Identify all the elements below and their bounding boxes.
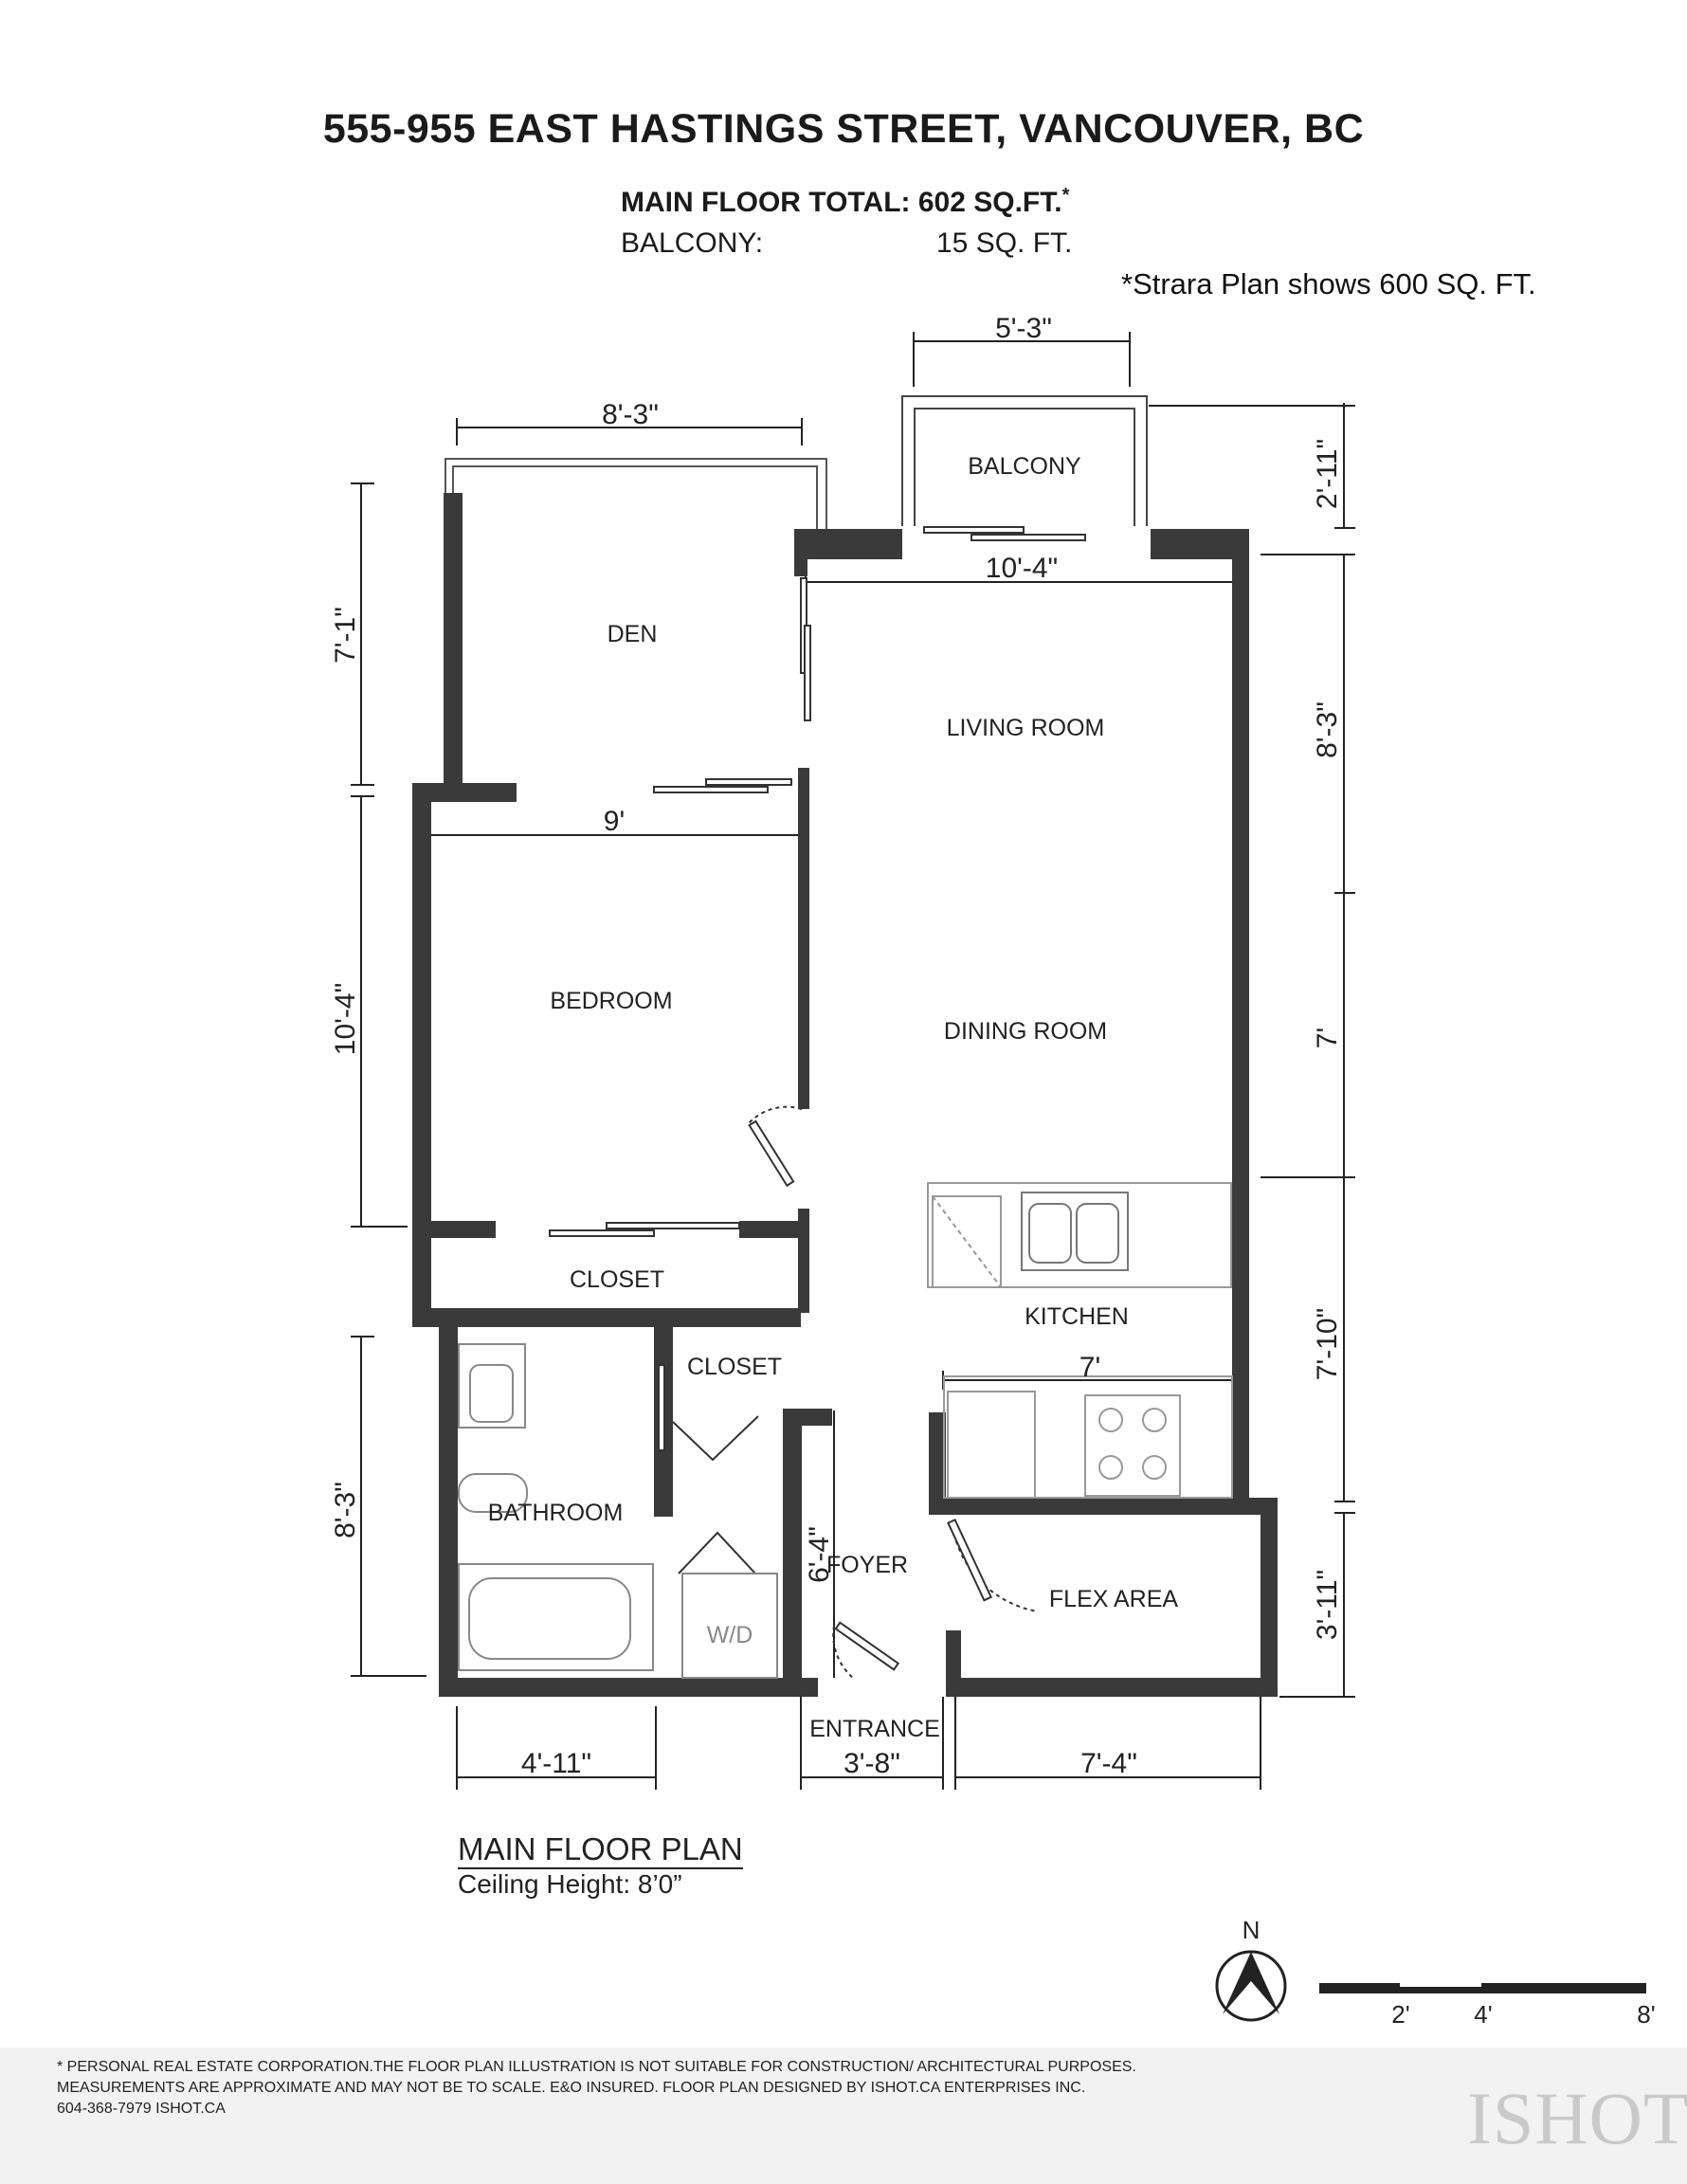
property-address: 555-955 EAST HASTINGS STREET, VANCOUVER,… — [322, 106, 1365, 152]
dim-living-depth: 8'-3" — [1312, 701, 1343, 758]
sliding-doors — [549, 526, 1086, 1451]
label-living-room: LIVING ROOM — [947, 715, 1105, 741]
dim-living-width: 10'-4" — [986, 553, 1058, 584]
dim-entrance-width: 3'-8" — [844, 1748, 900, 1779]
dim-bathroom-width: 4'-11" — [521, 1748, 591, 1779]
ceiling-height: Ceiling Height: 8’0” — [458, 1869, 682, 1899]
strata-plan-note: *Strara Plan shows 600 SQ. FT. — [1121, 267, 1536, 300]
dim-bathroom-depth: 8'-3" — [330, 1482, 361, 1538]
disclaimer-line-3: 604-368-7979 ISHOT.CA — [57, 2101, 226, 2117]
dim-kitchen-depth: 7'-10" — [1312, 1308, 1343, 1380]
scale-label-2: 2' — [1391, 2000, 1409, 2029]
dim-bedroom-width: 9' — [604, 806, 625, 837]
disclaimer-line-1: * PERSONAL REAL ESTATE CORPORATION.THE F… — [57, 2059, 1136, 2075]
scale-label-8: 8' — [1637, 2000, 1655, 2029]
scale-bar: 2' 4' 8' — [1319, 1983, 1656, 2029]
disclaimer-line-2: MEASUREMENTS ARE APPROXIMATE AND MAY NOT… — [57, 2080, 1086, 2096]
label-bedroom: BEDROOM — [550, 988, 672, 1014]
balcony-area-label: BALCONY: — [621, 228, 764, 259]
dim-den-width: 8'-3" — [602, 399, 659, 430]
label-entrance: ENTRANCE — [809, 1716, 940, 1742]
dim-flex-depth: 3'-11" — [1312, 1570, 1343, 1640]
label-kitchen: KITCHEN — [1025, 1303, 1129, 1330]
room-labels: BALCONY DEN LIVING ROOM BEDROOM DINING R… — [488, 453, 1179, 1742]
compass-label: N — [1243, 1916, 1261, 1944]
label-den: DEN — [608, 621, 658, 647]
scale-label-4: 4' — [1474, 2000, 1492, 2029]
label-washer-dryer: W/D — [707, 1622, 753, 1648]
dim-dining-depth: 7' — [1312, 1028, 1343, 1048]
label-foyer: FOYER — [826, 1552, 908, 1578]
dimension-labels: 5'-3" 8'-3" 10'-4" 9' 7' 4'-11" 3'-8" 7'… — [330, 313, 1343, 1779]
label-closet-bedroom: CLOSET — [570, 1266, 664, 1293]
kitchen-fixtures — [927, 1182, 1233, 1499]
swing-doors — [672, 1105, 1039, 1679]
label-flex-area: FLEX AREA — [1049, 1586, 1178, 1612]
den-railing — [444, 458, 827, 540]
label-bathroom: BATHROOM — [488, 1500, 624, 1526]
dim-kitchen-width: 7' — [1079, 1352, 1100, 1383]
dim-balcony-depth: 2'-11" — [1312, 439, 1343, 509]
plan-title: MAIN FLOOR PLAN — [458, 1831, 743, 1869]
balcony-walls — [901, 395, 1148, 526]
dim-den-depth: 7'-1" — [330, 607, 361, 664]
dim-foyer-depth: 6'-4" — [804, 1526, 835, 1583]
balcony-area-value: 15 SQ. FT. — [936, 228, 1073, 259]
asterisk: * — [1061, 185, 1070, 206]
north-arrow-icon: N — [1215, 1916, 1287, 2022]
dim-balcony-width: 5'-3" — [995, 313, 1052, 344]
bathroom-fixtures — [458, 1343, 778, 1679]
label-dining-room: DINING ROOM — [944, 1018, 1107, 1045]
main-floor-total-text: MAIN FLOOR TOTAL: 602 SQ.FT. — [621, 187, 1062, 218]
main-floor-total: MAIN FLOOR TOTAL: 602 SQ.FT.* — [621, 185, 1069, 219]
footer — [0, 2048, 1687, 2184]
dim-bedroom-depth: 10'-4" — [330, 983, 361, 1055]
walls — [412, 493, 1278, 1697]
label-balcony: BALCONY — [968, 453, 1081, 480]
dim-flex-width: 7'-4" — [1080, 1748, 1137, 1779]
ishot-logo: ISHOT — [1467, 2077, 1687, 2159]
label-closet-hall: CLOSET — [687, 1354, 782, 1380]
